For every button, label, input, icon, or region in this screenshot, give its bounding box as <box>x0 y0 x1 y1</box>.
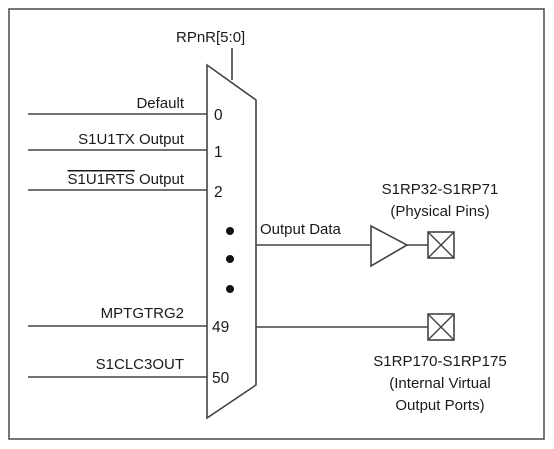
mux-input-number-50: 50 <box>212 370 230 387</box>
s1u1rts-label-rest: Output <box>135 171 185 188</box>
physical-pins-label-line2: (Physical Pins) <box>390 203 489 220</box>
virtual-port-icon <box>427 313 455 341</box>
virtual-ports-label-line1: S1RP170-S1RP175 <box>373 353 506 370</box>
output-data-label: Output Data <box>260 221 342 238</box>
ellipsis-dot <box>226 227 234 235</box>
input-label-s1u1rts: S1U1RTS Output <box>68 171 185 188</box>
output-buffer-icon <box>370 224 409 268</box>
virtual-ports-label-line2: (Internal Virtual <box>389 375 490 392</box>
mux-input-number-0: 0 <box>214 107 223 124</box>
s1u1rts-overlined-text: S1U1RTS <box>68 171 135 188</box>
input-label-s1u1tx: S1U1TX Output <box>78 131 185 148</box>
input-label-s1clc3out: S1CLC3OUT <box>96 356 184 373</box>
input-label-default: Default <box>136 95 184 112</box>
mux-input-number-2: 2 <box>214 184 223 201</box>
virtual-ports-label-line3: Output Ports) <box>395 397 484 414</box>
physical-pins-label-line1: S1RP32-S1RP71 <box>382 181 499 198</box>
multiplexer-shape <box>206 63 257 420</box>
ellipsis-dot <box>226 255 234 263</box>
mux-input-number-1: 1 <box>214 144 223 161</box>
mux-input-number-49: 49 <box>212 319 229 336</box>
physical-pin-icon <box>427 231 455 259</box>
diagram-frame <box>8 8 545 440</box>
ellipsis-dot <box>226 285 234 293</box>
select-signal-label: RPnR[5:0] <box>176 29 245 46</box>
input-label-mptgtrg2: MPTGTRG2 <box>101 305 184 322</box>
